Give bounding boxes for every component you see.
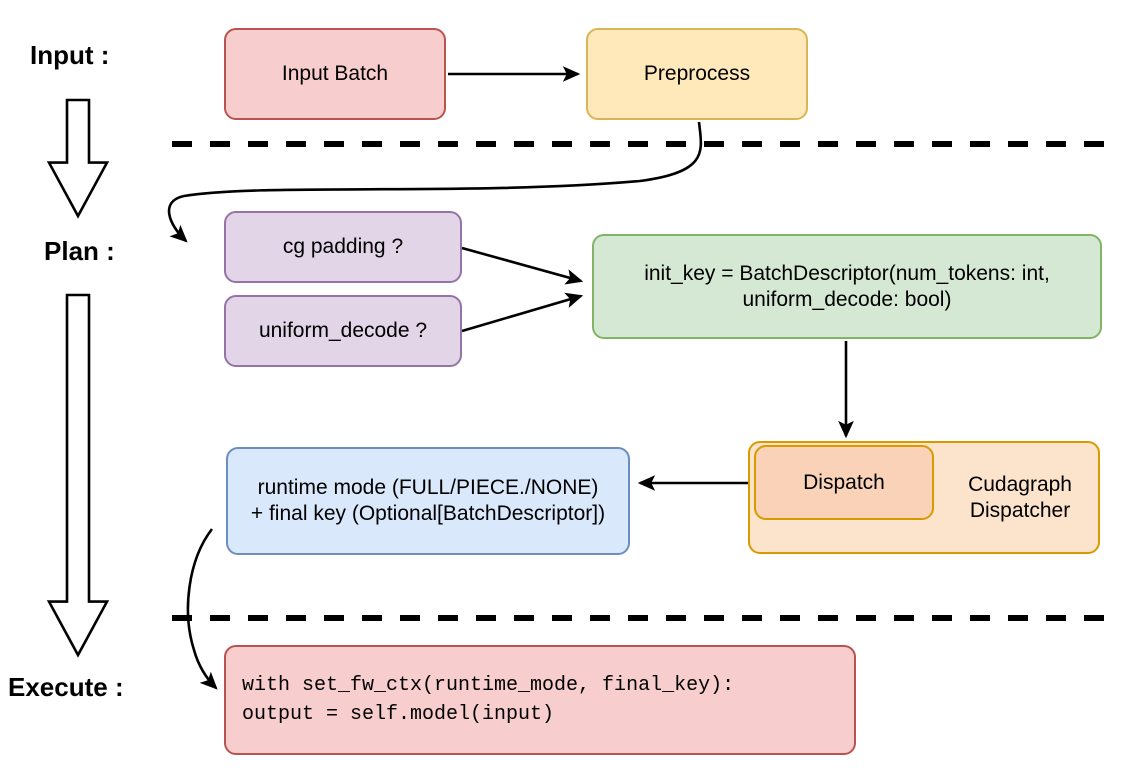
node-dispatch[interactable]: Dispatch	[754, 445, 934, 520]
node-execute-code[interactable]: with set_fw_ctx(runtime_mode, final_key)…	[224, 645, 856, 755]
node-label-cg-padding: cg padding ?	[282, 235, 404, 259]
edge-runtime-mode-to-execute-code	[186, 528, 218, 690]
node-runtime-mode[interactable]: runtime mode (FULL/PIECE./NONE) + final …	[226, 447, 630, 555]
node-label-uniform-decode: uniform_decode ?	[258, 319, 428, 343]
flow-connectors	[167, 66, 854, 690]
stage-arrow-input-to-plan	[46, 98, 110, 219]
stage-label-input: Input :	[30, 40, 110, 70]
node-preprocess[interactable]: Preprocess	[586, 28, 808, 120]
node-input-batch[interactable]: Input Batch	[224, 28, 446, 120]
stage-progression-arrows	[46, 98, 110, 658]
edge-cg-padding-to-init-key	[461, 246, 584, 285]
node-label-cudagraph-dispatcher: Cudagraph Dispatcher	[968, 472, 1072, 522]
node-label-execute-code: with set_fw_ctx(runtime_mode, final_key)…	[242, 674, 735, 726]
node-init-key[interactable]: init_key = BatchDescriptor(num_tokens: i…	[592, 234, 1102, 339]
node-label-preprocess: Preprocess	[643, 62, 751, 86]
stage-label-plan: Plan :	[44, 236, 115, 266]
stage-label-execute: Execute :	[8, 672, 124, 702]
node-label-input-batch: Input Batch	[281, 62, 389, 86]
node-label-init-key: init_key = BatchDescriptor(num_tokens: i…	[644, 261, 1050, 311]
edge-uniform-decode-to-init-key	[461, 292, 584, 333]
node-label-runtime-mode: runtime mode (FULL/PIECE./NONE) + final …	[250, 476, 606, 525]
node-uniform-decode[interactable]: uniform_decode ?	[224, 295, 462, 367]
stage-arrow-plan-to-execute	[46, 293, 110, 658]
node-cg-padding[interactable]: cg padding ?	[224, 211, 462, 283]
node-label-dispatch: Dispatch	[803, 470, 885, 494]
